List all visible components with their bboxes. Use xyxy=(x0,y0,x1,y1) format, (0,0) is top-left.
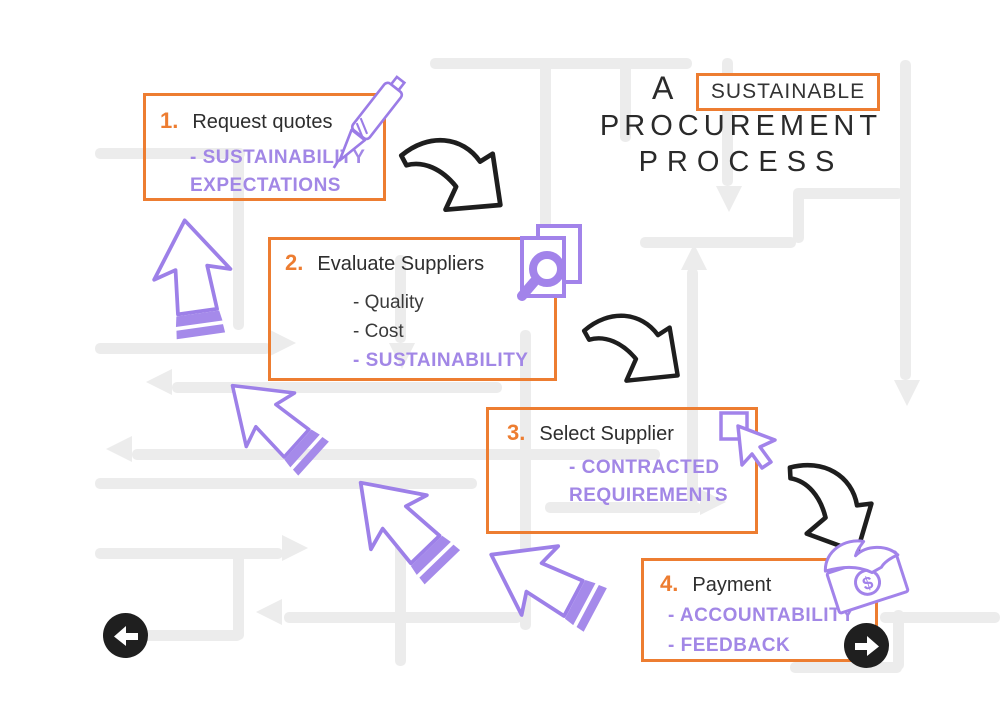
step-3-box: 3. Select Supplier - CONTRACTED REQUIREM… xyxy=(486,407,758,534)
step-3-bullet: - CONTRACTED xyxy=(569,457,720,478)
purple-upleft-arrow-icon xyxy=(358,480,461,585)
arrow-right-icon xyxy=(854,635,879,656)
step-4-title: Payment xyxy=(692,574,772,596)
step-1-box: 1. Request quotes - SUSTAINABILITY EXPEC… xyxy=(143,93,386,201)
step-3-title: Select Supplier xyxy=(539,423,674,445)
curved-arrow-step3-to-step4-icon xyxy=(787,462,874,555)
step-2-title: Evaluate Suppliers xyxy=(317,253,485,275)
step-2-box: 2. Evaluate Suppliers - Quality - Cost -… xyxy=(268,237,557,381)
step-1-title: Request quotes xyxy=(192,111,333,133)
step-4-box: 4. Payment - ACCOUNTABILITY - FEEDBACK xyxy=(641,558,878,662)
purple-up-arrow-icon xyxy=(152,218,233,340)
purple-left-arrow-icon xyxy=(489,544,607,632)
title-line-process: PROCESS xyxy=(638,146,844,178)
title-highlight-box: SUSTAINABLE xyxy=(696,73,880,111)
curved-arrow-step2-to-step3-icon xyxy=(581,313,680,383)
payment-hand-icon: $ xyxy=(823,539,910,615)
step-3-bullet: REQUIREMENTS xyxy=(569,485,729,506)
arrow-left-icon xyxy=(113,625,138,646)
curved-arrow-step1-to-step2-icon xyxy=(398,137,503,213)
step-2-number: 2. xyxy=(285,250,304,275)
step-3-number: 3. xyxy=(507,420,526,445)
step-4-number: 4. xyxy=(660,571,679,596)
title-prefix: A xyxy=(652,70,674,106)
step-2-bullet: - Quality xyxy=(353,292,424,313)
purple-upleft-arrow-icon xyxy=(230,383,329,476)
step-4-bullet: - FEEDBACK xyxy=(668,635,791,656)
cursor-select-icon xyxy=(719,411,777,470)
step-1-bullet: EXPECTATIONS xyxy=(190,175,341,196)
step-2-bullet: - Cost xyxy=(353,321,404,342)
title-line-procurement: PROCUREMENT xyxy=(599,110,883,142)
step-1-number: 1. xyxy=(160,108,179,133)
step-4-bullet: - ACCOUNTABILITY xyxy=(668,605,855,626)
step-1-bullet: - SUSTAINABILITY xyxy=(190,147,366,168)
pen-icon xyxy=(332,75,407,169)
prev-button[interactable] xyxy=(103,613,148,658)
document-search-icon xyxy=(517,224,582,301)
next-button[interactable] xyxy=(844,623,889,668)
step-2-bullet: - SUSTAINABILITY xyxy=(353,350,529,371)
